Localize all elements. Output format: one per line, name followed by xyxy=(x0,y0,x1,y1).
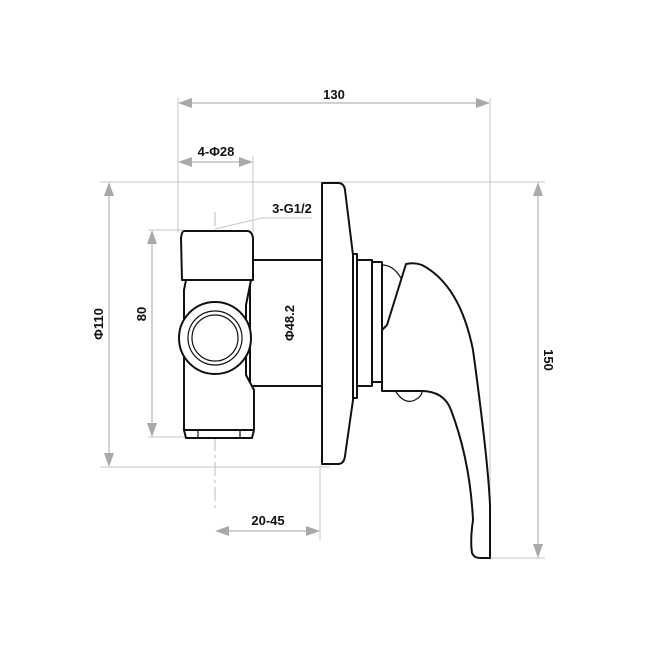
dim-overall-height: 150 xyxy=(541,349,556,371)
dim-overall-depth: 130 xyxy=(323,87,345,102)
dim-body-diameter: Φ48.2 xyxy=(282,305,297,341)
dim-inlet-spacing: 4-Φ28 xyxy=(198,144,235,159)
dim-wall-adjustment: 20-45 xyxy=(251,513,284,528)
dim-body-height: 80 xyxy=(134,307,149,321)
dim-thread: 3-G1/2 xyxy=(272,201,312,216)
dim-plate-diameter: Φ110 xyxy=(91,308,106,340)
wall-plate xyxy=(321,182,383,465)
valve-body xyxy=(178,230,323,439)
lever-handle xyxy=(381,262,491,559)
